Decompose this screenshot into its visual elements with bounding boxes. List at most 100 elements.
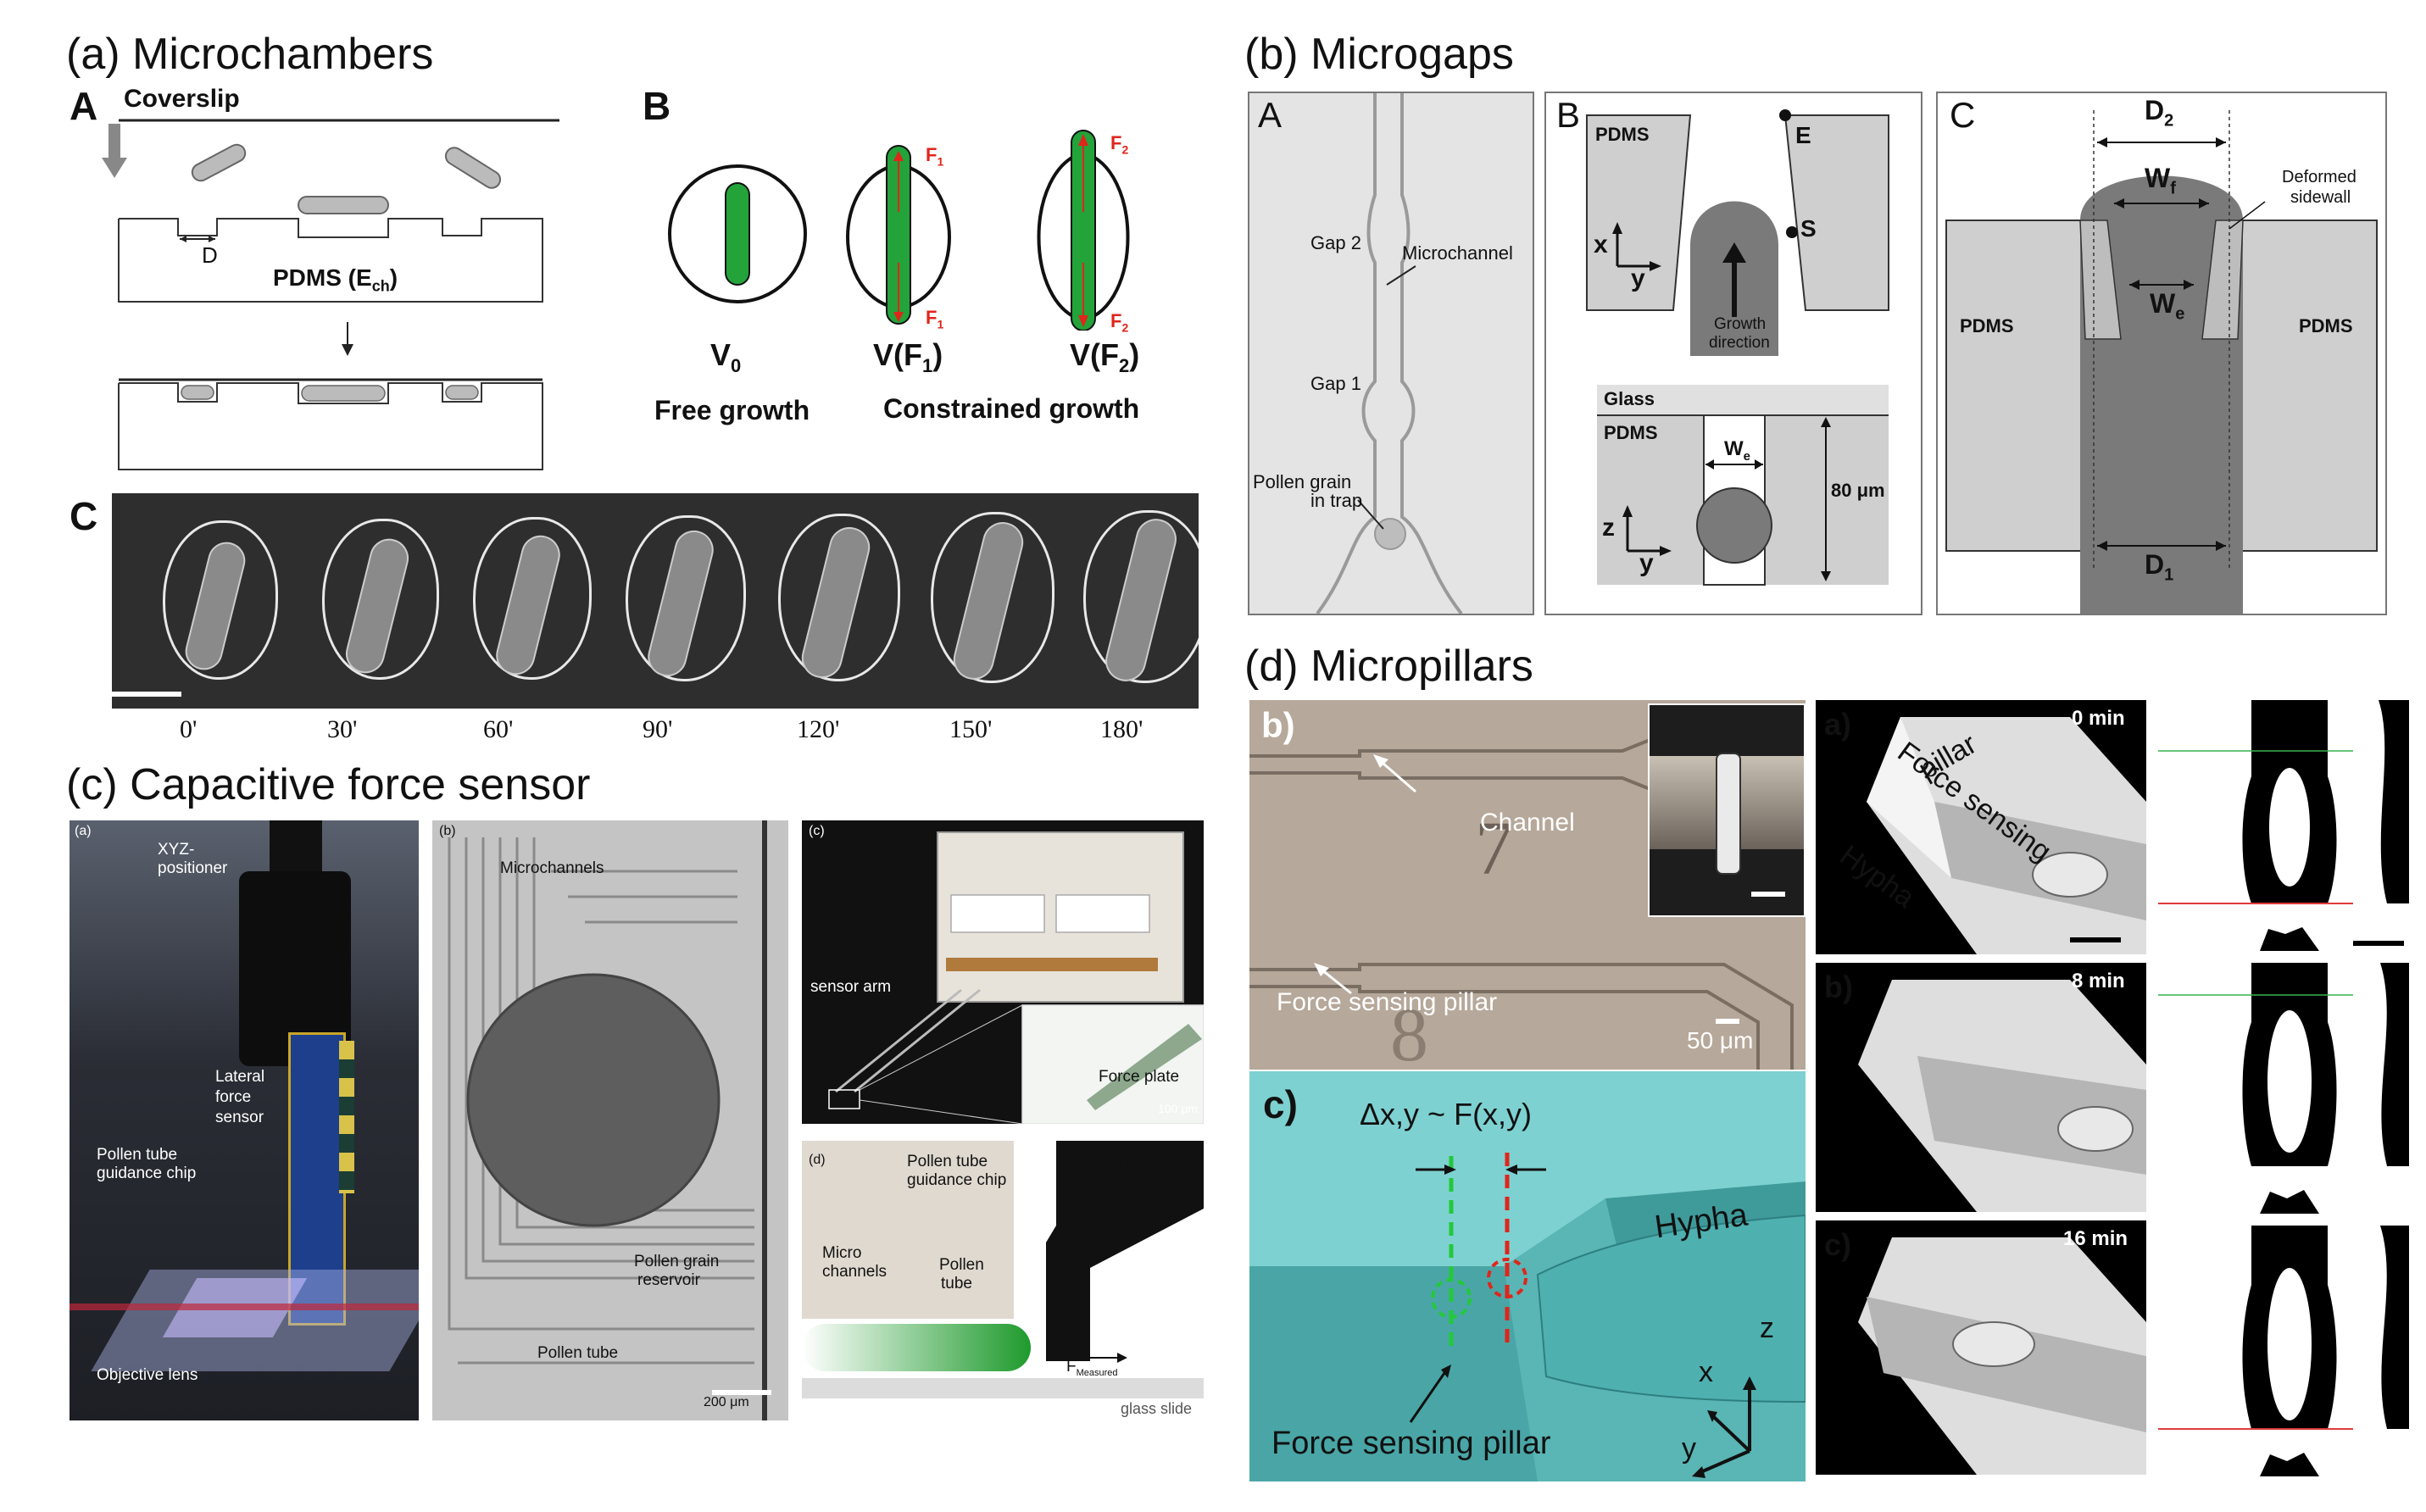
timelapse-frame-0-drawing: [1867, 717, 2146, 954]
chamber-cell-3: [473, 517, 592, 680]
title-microgaps: (b) Microgaps: [1244, 30, 1514, 79]
comb-drive-label-1: Comb-drive: [839, 878, 923, 896]
force-f1-bottom: F1: [926, 307, 943, 331]
chip-label-2: guidance chip: [97, 1165, 197, 1182]
timelapse-time-8: 8 min: [2072, 970, 2125, 992]
wf-label: Wf: [2145, 163, 2176, 198]
panel-letter-a-A: A: [70, 84, 98, 128]
panel-letter-b-A: A: [1258, 95, 1283, 135]
xyz-label-1: XYZ-: [158, 841, 195, 859]
laser-line: [70, 1304, 419, 1310]
sensor-chip-drawing: [828, 831, 1204, 1124]
timelapse-frame-16: [1816, 1220, 2146, 1475]
sensor-arm-label: sensor arm: [810, 978, 892, 996]
timelapse-tag-a: a): [1824, 707, 1852, 742]
vf2-text: V(F: [1070, 337, 1119, 372]
axis-z-3d: z: [1760, 1312, 1774, 1344]
cap-c-tag: (c): [809, 824, 825, 838]
pdms-ech-label: PDMS (Ech): [273, 264, 398, 296]
scale-200um: 200 μm: [704, 1395, 749, 1409]
f1-top-text: F: [926, 144, 938, 165]
time-label-180: 180': [1100, 715, 1143, 743]
depth-80um-label: 80 μm: [1831, 480, 1885, 501]
f2-bottom-sub: 2: [1121, 320, 1129, 335]
channel-number-7: 7: [1475, 807, 1513, 891]
force-f1-top: F1: [926, 144, 943, 168]
panel-letter-a-C: C: [70, 494, 98, 538]
microchannel-array: [448, 820, 771, 1420]
chip-label-1: Pollen tube: [97, 1146, 178, 1164]
xyz-label-2: positioner: [158, 859, 228, 877]
scale-100um: 100 μm: [1158, 1102, 1198, 1115]
deformed-sidewall-schematic: [1945, 110, 2378, 614]
capacitive-b-photo: [432, 820, 788, 1420]
d1-label: D1: [2145, 549, 2173, 585]
chamber-cell-2: [322, 519, 439, 680]
pollen-trap-label-1: Pollen grain: [1253, 471, 1352, 492]
chamber-schematic: [102, 119, 559, 470]
f2-top-text: F: [1110, 132, 1122, 153]
d2-text: D: [2145, 95, 2165, 125]
f1-top-sub: 1: [937, 154, 944, 169]
pillar-b-tag: b): [1261, 705, 1295, 745]
channel-number-8: 8: [1390, 993, 1428, 1077]
vf2-sub: 2: [1119, 355, 1130, 377]
axis-y-label-bottom: y: [1639, 549, 1654, 577]
orthogonal-views: [2158, 700, 2409, 1476]
deformed-label-2: sidewall: [2290, 188, 2351, 207]
axis-x-label: x: [1594, 231, 1608, 258]
panel-letter-a-B: B: [643, 84, 671, 128]
chamber-d-label: D: [202, 242, 218, 268]
pdms-right-label: PDMS: [2299, 315, 2353, 336]
chamber-cell-5: [778, 514, 900, 681]
pollen-tube-d-label-1: Pollen: [939, 1256, 984, 1274]
gap1-label: Gap 1: [1310, 373, 1361, 394]
we-b-sub: e: [1743, 448, 1750, 464]
force-sensor-label: Force sensor: [1100, 1154, 1194, 1172]
capacitive-c-photo: [802, 820, 1204, 1124]
f-measured-text: F: [1066, 1358, 1077, 1376]
microgaps-b-frame: [1544, 92, 1922, 615]
f-measured-sub: Measured: [1076, 1367, 1118, 1378]
title-microchambers: (a) Microchambers: [66, 30, 434, 79]
growth-direction-1: Growth: [1714, 315, 1767, 333]
f-measured-label: FMeasured: [1066, 1358, 1118, 1378]
vf2-label: V(F2): [1070, 337, 1139, 377]
time-label-120: 120': [797, 715, 840, 743]
pillar-inset: [1648, 703, 1806, 917]
we-c-text: W: [2150, 288, 2176, 319]
v0-sub: 0: [731, 355, 742, 377]
cap-b-tag: (b): [439, 824, 456, 838]
pollen-tube-d-label-2: tube: [941, 1275, 972, 1292]
scale-50um: 50 μm: [1687, 1027, 1754, 1053]
chip-d-label-2: guidance chip: [907, 1171, 1007, 1189]
time-label-60: 60': [483, 715, 514, 743]
microchannel-label: Microchannel: [1402, 242, 1513, 264]
we-c-sub: e: [2175, 304, 2185, 324]
v0-label: V0: [710, 337, 741, 377]
pillar-3d-rendering: [1249, 1071, 1806, 1481]
axis-x-3d: x: [1699, 1356, 1713, 1388]
microchannels-label: Microchannels: [500, 859, 604, 877]
timelapse-frame-16-drawing: [1858, 1237, 2146, 1475]
panel-letter-b-B: B: [1556, 95, 1581, 135]
sensor-schematic: [802, 1141, 1204, 1404]
timelapse-frame-0: [1816, 700, 2146, 954]
force-plate-label: Force plate: [1099, 1068, 1180, 1086]
timelapse-strip: [112, 493, 1199, 709]
vf1-text: V(F: [873, 337, 922, 372]
coverslip-label: Coverslip: [124, 85, 240, 113]
capacitive-a-photo: [70, 820, 419, 1420]
time-label-0: 0': [180, 715, 198, 743]
deflection-formula: Δx,y ~ F(x,y): [1360, 1097, 1533, 1131]
microchannel-drawing: [1316, 93, 1463, 614]
lateral-label-2: force: [215, 1088, 252, 1106]
chamber-cell-7: [1083, 510, 1199, 683]
f1-bottom-sub: 1: [937, 317, 944, 331]
pdms-left-label: PDMS: [1960, 315, 2014, 336]
reservoir-label-2: reservoir: [637, 1271, 700, 1289]
chamber-cell-1: [163, 520, 278, 680]
point-s-label: S: [1800, 215, 1817, 242]
pdms-ech-text: PDMS (E: [273, 264, 372, 291]
free-growth-label: Free growth: [654, 395, 810, 425]
